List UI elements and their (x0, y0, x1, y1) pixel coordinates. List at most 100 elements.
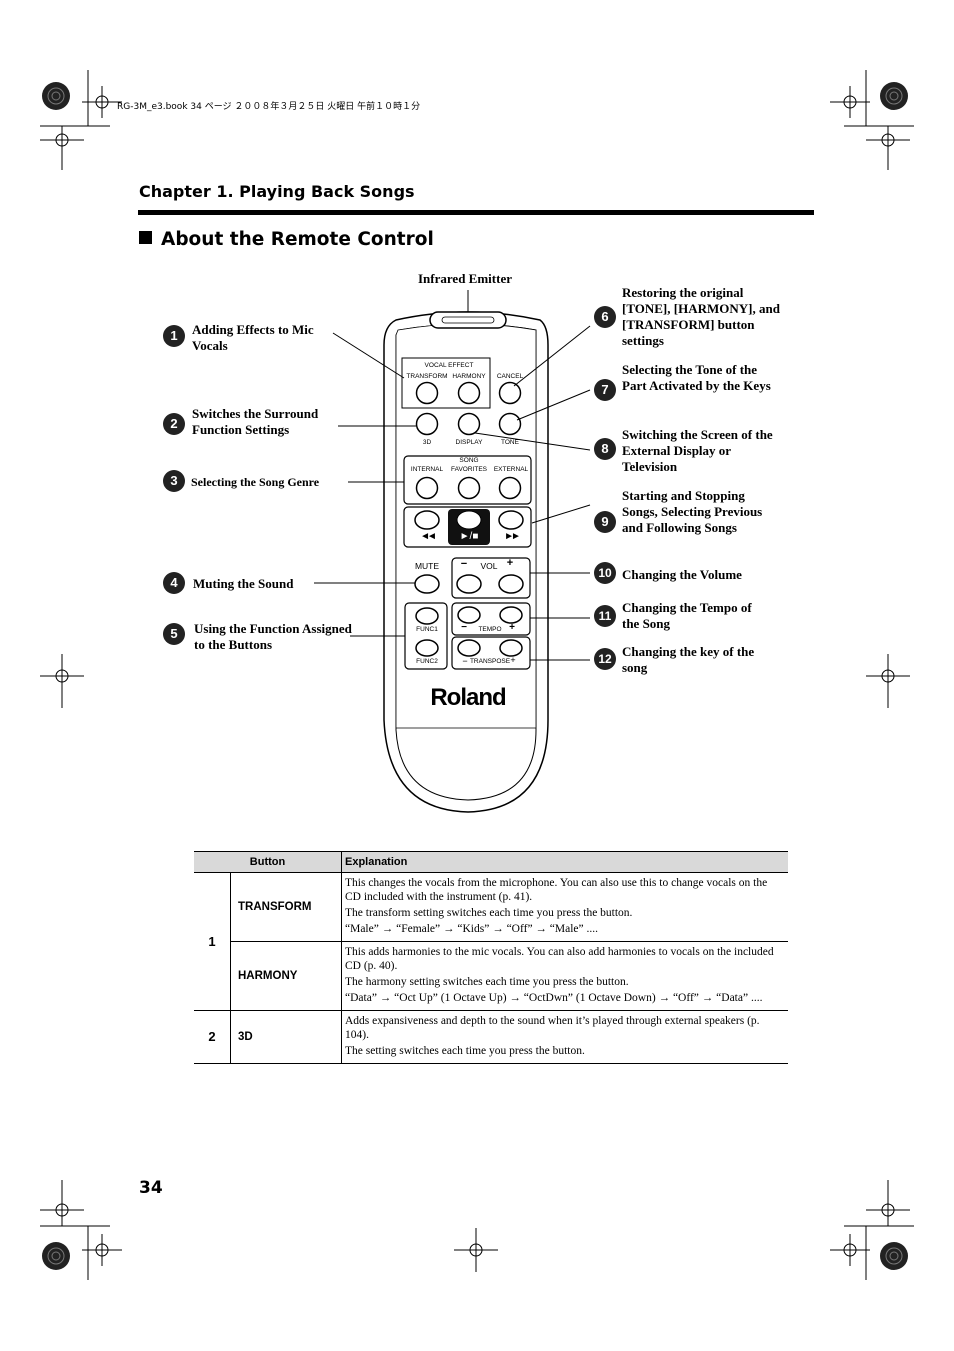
display-label: DISPLAY (455, 439, 483, 446)
callout-4-text: Muting the Sound (193, 576, 294, 591)
callout-6-text: Restoring the original [TONE], [HARMONY]… (622, 285, 780, 348)
chapter-title: Chapter 1. Playing Back Songs (139, 182, 415, 201)
callout-3-text: Selecting the Song Genre (191, 475, 320, 489)
3d-button (415, 412, 439, 436)
callout-9-text: Starting and Stopping Songs, Selecting P… (622, 488, 763, 535)
explanation-line: “Data” → “Oct Up” (1 Octave Up) → “OctDw… (345, 992, 763, 1004)
row-button: TRANSFORM (230, 872, 342, 942)
callout-5-text: Using the Function Assigned to the Butto… (194, 621, 352, 652)
play-stop-button (456, 510, 482, 530)
tone-button (498, 412, 522, 436)
callout-10-text: Changing the Volume (622, 567, 742, 582)
crop-mark-top-right (830, 70, 914, 170)
table-row: 1 TRANSFORM This changes the vocals from… (194, 872, 788, 1011)
tempo-minus-label: − (461, 622, 467, 633)
next-icon: ►► (504, 531, 521, 542)
external-label: EXTERNAL (493, 466, 529, 473)
prev-button (414, 510, 440, 530)
display-button (457, 412, 481, 436)
explanation-line: “Male” → “Female” → “Kids” → “Off” → “Ma… (345, 923, 599, 935)
crop-mark-top-left (40, 70, 122, 170)
callout-12-badge: 12 (594, 648, 616, 670)
crop-mark-bottom-right (830, 1180, 914, 1280)
internal-button (415, 476, 439, 500)
explanation-line: This adds harmonies to the mic vocals. Y… (345, 946, 774, 972)
callout-1-text: Adding Effects to Mic Vocals (192, 322, 314, 353)
explanation-line: The transform setting switches each time… (345, 907, 633, 919)
crop-mark-mid-right (866, 654, 910, 708)
header-explanation: Explanation (341, 851, 788, 873)
vol-plus-label: + (506, 557, 514, 569)
row-explanation: This adds harmonies to the mic vocals. Y… (341, 941, 788, 1011)
section-title-text: About the Remote Control (161, 229, 434, 250)
vol-label: VOL (480, 561, 498, 571)
transpose-label: TRANSPOSE (469, 658, 511, 665)
internal-label: INTERNAL (410, 466, 444, 473)
tempo-plus-label: + (509, 622, 515, 633)
explanation-table: Button Explanation 1 TRANSFORM This chan… (194, 851, 788, 1064)
explanation-line: The harmony setting switches each time y… (345, 976, 629, 988)
row-button: 3D (230, 1010, 342, 1064)
crop-mark-bottom-center (454, 1228, 498, 1272)
tempo-down-button (457, 606, 481, 624)
table-header-row: Button Explanation (194, 851, 788, 873)
mute-button (414, 574, 440, 594)
table-row: HARMONY This adds harmonies to the mic v… (194, 941, 788, 1011)
play-stop-icon: ►/■ (459, 531, 479, 542)
transpose-plus-label: + (510, 655, 516, 665)
tempo-up-button (499, 606, 523, 624)
row-button: HARMONY (230, 941, 342, 1011)
func2-label: FUNC2 (416, 658, 438, 665)
external-button (498, 476, 522, 500)
register-target-top-right (880, 82, 908, 110)
transpose-down-button (457, 639, 481, 657)
tempo-label: TEMPO (478, 626, 502, 633)
favorites-label: FAVORITES (451, 466, 487, 473)
cancel-button (498, 381, 522, 405)
next-button (498, 510, 524, 530)
vocal-effect-label: VOCAL EFFECT (424, 362, 474, 369)
3d-label: 3D (422, 439, 432, 446)
row-number: 2 (194, 1010, 231, 1064)
page-number: 34 (139, 1178, 163, 1198)
explanation-line: The setting switches each time you press… (345, 1045, 585, 1057)
callout-2-badge: 2 (163, 413, 185, 435)
explanation-line: This changes the vocals from the microph… (345, 877, 768, 903)
harmony-label: HARMONY (452, 373, 486, 380)
favorites-button (457, 476, 481, 500)
transform-button (415, 381, 439, 405)
section-title: About the Remote Control (139, 229, 434, 250)
crop-mark-mid-left (40, 654, 84, 708)
vol-up-button (498, 574, 524, 594)
chapter-rule (138, 210, 814, 215)
register-target-bottom-right (880, 1242, 908, 1270)
vol-down-button (456, 574, 482, 594)
row-explanation: This changes the vocals from the microph… (341, 872, 788, 942)
callout-6-badge: 6 (594, 306, 616, 328)
callout-12-text: Changing the key of the song (622, 644, 755, 675)
func1-label: FUNC1 (416, 626, 438, 633)
brand-logo: Roland (430, 684, 506, 711)
table-row: 2 3D Adds expansiveness and depth to the… (194, 1010, 788, 1064)
row-number: 1 (194, 872, 231, 1011)
callout-3-badge: 3 (163, 470, 185, 492)
explanation-line: Adds expansiveness and depth to the soun… (345, 1015, 760, 1041)
callout-4-badge: 4 (163, 572, 185, 594)
callout-7-badge: 7 (594, 379, 616, 401)
register-target-top-left (42, 82, 70, 110)
infrared-emitter-label: Infrared Emitter (418, 271, 512, 286)
mute-label: MUTE (414, 561, 440, 571)
callout-11-text: Changing the Tempo of the Song (622, 600, 752, 631)
func1-button (415, 607, 439, 625)
callout-8-badge: 8 (594, 438, 616, 460)
row-explanation: Adds expansiveness and depth to the soun… (341, 1010, 788, 1064)
header-button: Button (194, 851, 342, 873)
section-bullet-icon (139, 231, 152, 244)
transpose-up-button (499, 639, 523, 657)
func2-button (415, 639, 439, 657)
song-label: SONG (450, 457, 488, 464)
print-header: RG-3M_e3.book 34 ページ ２００８年３月２５日 火曜日 午前１０… (117, 102, 421, 112)
cancel-label: CANCEL (496, 373, 524, 380)
